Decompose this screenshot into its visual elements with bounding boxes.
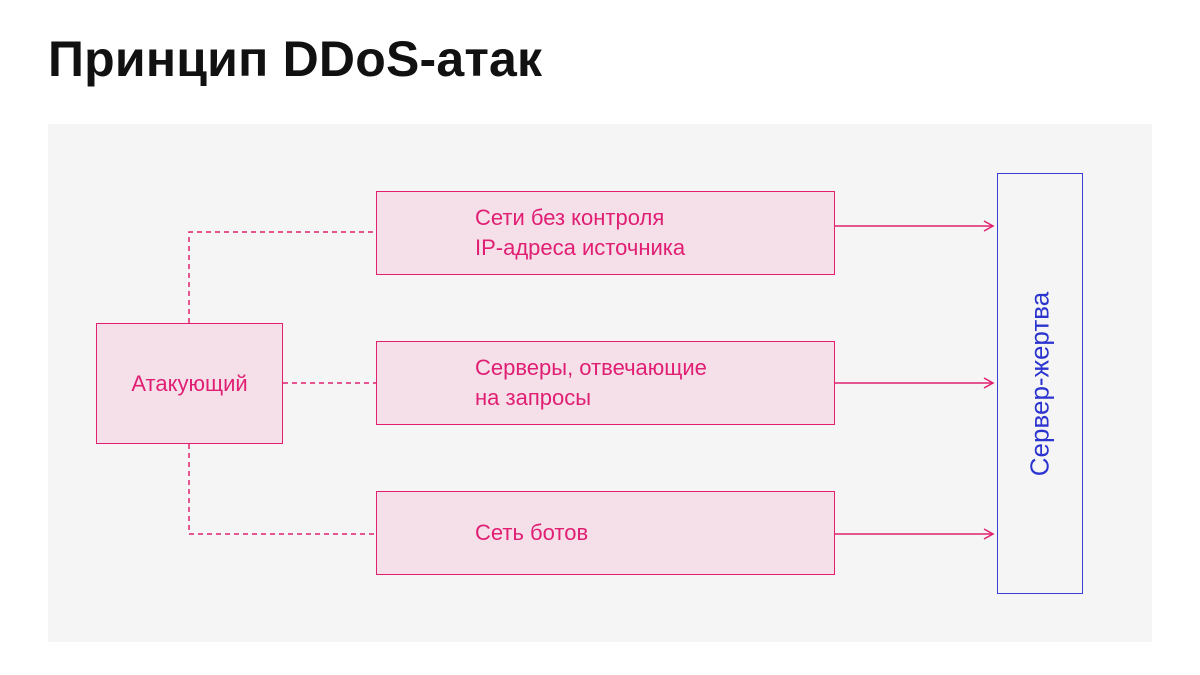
link-attacker-to-source-1 (188, 231, 376, 323)
source-label: Серверы, отвечающие на запросы (475, 355, 707, 410)
diagram-connectors (188, 220, 995, 540)
attacker-label: Атакующий (131, 370, 248, 396)
source-node-uncontrolled-networks: Сети без контроля IP-адреса источника (376, 191, 835, 275)
diagram-canvas: Атакующий Сети без контроля IP-адреса ис… (48, 124, 1152, 642)
source-node-botnet: Сеть ботов (376, 491, 835, 575)
victim-node: Сервер-жертва (997, 173, 1083, 594)
victim-label: Сервер-жертва (1024, 291, 1055, 476)
source-label: Сети без контроля IP-адреса источника (475, 205, 686, 260)
link-attacker-to-source-3 (188, 444, 376, 535)
attacker-node: Атакующий (96, 323, 283, 444)
source-node-responding-servers: Серверы, отвечающие на запросы (376, 341, 835, 425)
page-title: Принцип DDoS-атак (48, 31, 543, 87)
source-label: Сеть ботов (475, 520, 589, 545)
